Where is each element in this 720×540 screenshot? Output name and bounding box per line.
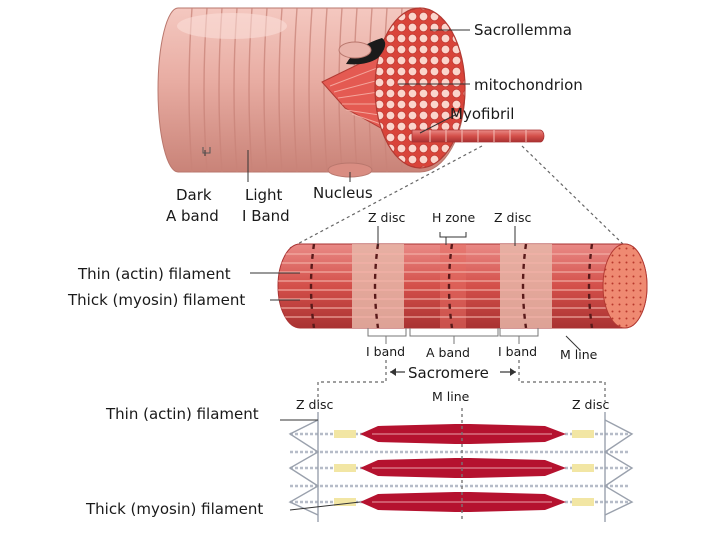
label-z-disc-left: Z disc xyxy=(368,210,405,225)
label-m-line-mid: M line xyxy=(560,347,598,362)
fiber-end-face xyxy=(375,8,465,168)
label-thin-filament-mid: Thin (actin) filament xyxy=(77,265,231,283)
label-thin-filament-bottom: Thin (actin) filament xyxy=(105,405,259,423)
label-i-band-right: I band xyxy=(498,344,537,359)
nucleus-shape-top xyxy=(339,42,371,58)
label-z-disc-bottom-right: Z disc xyxy=(572,397,609,412)
label-a-band-top: A band xyxy=(166,207,219,225)
label-sacromere: Sacromere xyxy=(408,364,489,382)
label-m-line-bottom: M line xyxy=(432,389,470,404)
label-light: Light xyxy=(245,186,283,204)
label-thick-filament-bottom: Thick (myosin) filament xyxy=(85,500,263,518)
label-i-band-top: I Band xyxy=(242,207,290,225)
label-sarcolemma: Sacrollemma xyxy=(474,21,572,39)
label-mitochondrion: mitochondrion xyxy=(474,76,583,94)
label-z-disc-bottom-left: Z disc xyxy=(296,397,333,412)
sacromere-indicator: Sacromere xyxy=(390,364,516,382)
label-myofibril: Myofibril xyxy=(450,105,514,123)
label-i-band-left: I band xyxy=(366,344,405,359)
label-a-band-mid: A band xyxy=(426,345,470,360)
label-h-zone: H zone xyxy=(432,210,476,225)
label-thick-filament-mid: Thick (myosin) filament xyxy=(67,291,245,309)
label-z-disc-right: Z disc xyxy=(494,210,531,225)
label-nucleus: Nucleus xyxy=(313,184,373,202)
label-dark: Dark xyxy=(176,186,212,204)
sarcomere-detail xyxy=(290,408,632,522)
band-brackets xyxy=(368,328,538,344)
myofibril-end-face xyxy=(603,244,647,328)
myofibril-segment xyxy=(278,244,650,328)
